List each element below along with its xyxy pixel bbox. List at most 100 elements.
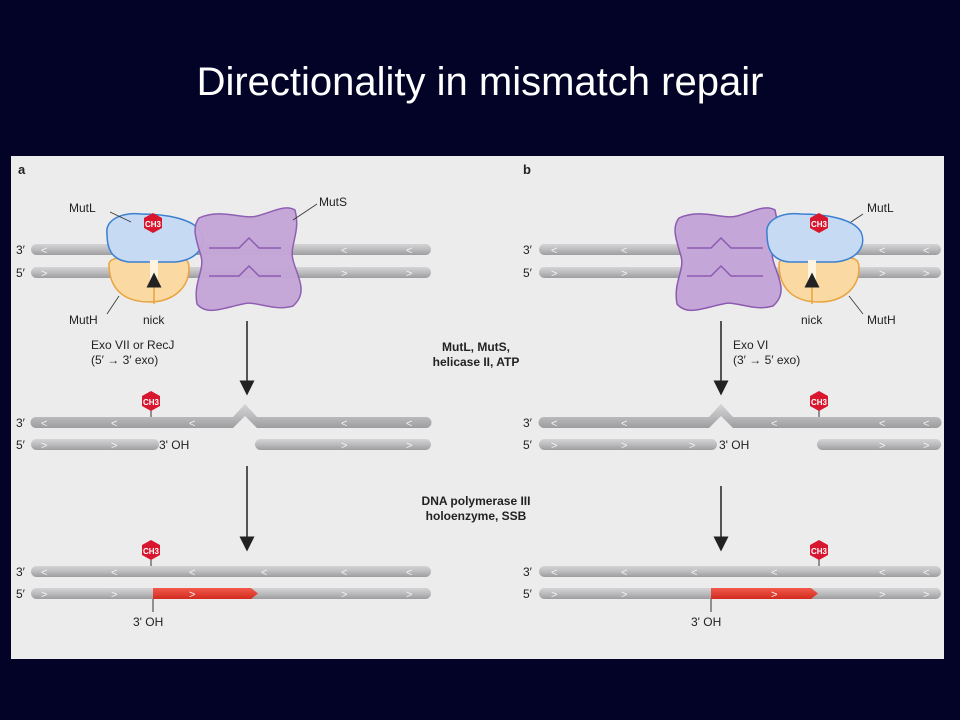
svg-text:>: > <box>41 589 47 601</box>
center-step1-line1: MutL, MutS, <box>442 340 510 354</box>
svg-text:<: < <box>189 418 195 430</box>
panel-b-s1-5prime-label: 5′ <box>523 266 533 280</box>
svg-text:>: > <box>406 589 412 601</box>
panel-b-s3-3prime-label: 3′ <box>523 565 533 579</box>
panel-b-muth <box>778 257 860 303</box>
panel-b-muth-label: MutH <box>867 313 896 327</box>
svg-text:>: > <box>341 440 347 452</box>
panel-a-stage1: 3′ 5′ <<<< >>>> CH3 <box>16 195 431 327</box>
panel-b-s3-oh-label: 3' OH <box>691 615 721 629</box>
panel-a-mutl-label: MutL <box>69 201 96 215</box>
diagram-panel: a 3′ 5′ < < < < > > > > CH3 <box>11 156 944 659</box>
svg-text:<: < <box>551 245 557 257</box>
svg-text:<: < <box>551 567 557 579</box>
panel-a-muth-label: MutH <box>69 313 98 327</box>
panel-b-nick-label: nick <box>801 313 823 327</box>
panel-b-mutl <box>766 212 864 263</box>
panel-a-s3-3prime-label: 3′ <box>16 565 26 579</box>
panel-a-muth <box>108 257 190 303</box>
panel-a-stage2: 3′ 5′ <<<<< >>>> CH3 3' OH <box>16 391 432 452</box>
svg-text:>: > <box>621 589 627 601</box>
panel-b-stage1: 3′ 5′ <<<< >>>> CH3 <box>523 201 941 327</box>
panel-b-new-strand <box>711 588 818 599</box>
panel-a-s2-top-strand <box>30 404 432 428</box>
panel-a-exo-line1: Exo VII or RecJ <box>91 338 174 352</box>
panel-a-s1-methyl-label: CH3 <box>145 220 162 229</box>
svg-text:<: < <box>691 567 697 579</box>
svg-text:<: < <box>923 418 929 430</box>
svg-text:>: > <box>879 440 885 452</box>
panel-a-s2-3prime-label: 3′ <box>16 416 26 430</box>
svg-text:<: < <box>111 567 117 579</box>
svg-text:>: > <box>923 440 929 452</box>
svg-text:>: > <box>551 440 557 452</box>
svg-text:>: > <box>551 589 557 601</box>
mismatch-repair-diagram: a 3′ 5′ < < < < > > > > CH3 <box>16 162 942 629</box>
svg-text:>: > <box>341 268 347 280</box>
panel-a-stage3: 3′ 5′ <<<<<< >>>>> CH3 3' OH <box>16 540 431 629</box>
svg-text:>: > <box>111 440 117 452</box>
panel-b-s2-3prime-label: 3′ <box>523 416 533 430</box>
svg-text:<: < <box>879 567 885 579</box>
center-step1-line2: helicase II, ATP <box>433 355 520 369</box>
panel-b-s2-5prime-label: 5′ <box>523 438 533 452</box>
svg-text:>: > <box>923 589 929 601</box>
panel-a-s2-oh-label: 3' OH <box>159 438 189 452</box>
svg-text:>: > <box>923 268 929 280</box>
svg-text:>: > <box>41 268 47 280</box>
svg-text:>: > <box>551 268 557 280</box>
panel-a-s2-5prime-label: 5′ <box>16 438 26 452</box>
panel-a-s1-methyl-icon <box>144 213 162 233</box>
panel-b-s3-5prime-label: 5′ <box>523 587 533 601</box>
svg-text:>: > <box>879 268 885 280</box>
svg-text:<: < <box>261 567 267 579</box>
svg-text:<: < <box>41 418 47 430</box>
svg-text:<: < <box>771 567 777 579</box>
panel-b-s2-bottom-left <box>539 439 717 450</box>
panel-b-s2-methyl-label: CH3 <box>811 398 828 407</box>
panel-a-s1-3prime-label: 3′ <box>16 243 26 257</box>
svg-text:<: < <box>406 418 412 430</box>
panel-a-s2-bottom-left <box>31 439 159 450</box>
svg-text:<: < <box>923 245 929 257</box>
panel-b-s3-methyl-label: CH3 <box>811 547 828 556</box>
panel-a-s3-methyl-icon <box>142 540 160 560</box>
panel-a-s1-5prime-label: 5′ <box>16 266 26 280</box>
svg-text:>: > <box>41 440 47 452</box>
svg-text:<: < <box>341 245 347 257</box>
panel-b-s3-methyl-icon <box>810 540 828 560</box>
svg-text:>: > <box>879 589 885 601</box>
panel-a-new-strand <box>153 588 258 599</box>
svg-text:>: > <box>406 440 412 452</box>
panel-a-s2-bottom-right <box>255 439 431 450</box>
svg-text:<: < <box>879 418 885 430</box>
svg-text:>: > <box>689 440 695 452</box>
panel-b-exo-line1: Exo VI <box>733 338 768 352</box>
panel-a-exo-line2: (5′ → 3′ exo) <box>91 353 158 367</box>
center-step2-line2: holoenzyme, SSB <box>426 509 527 523</box>
svg-text:<: < <box>621 418 627 430</box>
panel-b-s2-oh-label: 3' OH <box>719 438 749 452</box>
panel-b-letter: b <box>523 162 531 177</box>
svg-text:>: > <box>621 268 627 280</box>
panel-b-s1-3prime-label: 3′ <box>523 243 533 257</box>
panel-a-muts-label: MutS <box>319 195 347 209</box>
panel-b-s2-top-strand <box>538 404 942 428</box>
slide-title: Directionality in mismatch repair <box>196 60 764 104</box>
panel-b-s1-methyl-icon <box>810 213 828 233</box>
svg-text:<: < <box>341 567 347 579</box>
svg-text:<: < <box>621 567 627 579</box>
svg-text:<: < <box>41 245 47 257</box>
svg-text:<: < <box>406 567 412 579</box>
svg-text:<: < <box>406 245 412 257</box>
panel-a-muts <box>194 207 302 312</box>
panel-b-mutl-label: MutL <box>867 201 894 215</box>
svg-text:<: < <box>621 245 627 257</box>
panel-a-s3-5prime-label: 5′ <box>16 587 26 601</box>
panel-a-letter: a <box>18 162 26 177</box>
panel-b-s2-bottom-right <box>817 439 941 450</box>
panel-b-stage2: 3′ 5′ <<<<< >>>>> CH3 3' OH <box>523 391 942 452</box>
panel-a-s2-methyl-icon <box>142 391 160 411</box>
svg-text:>: > <box>621 440 627 452</box>
